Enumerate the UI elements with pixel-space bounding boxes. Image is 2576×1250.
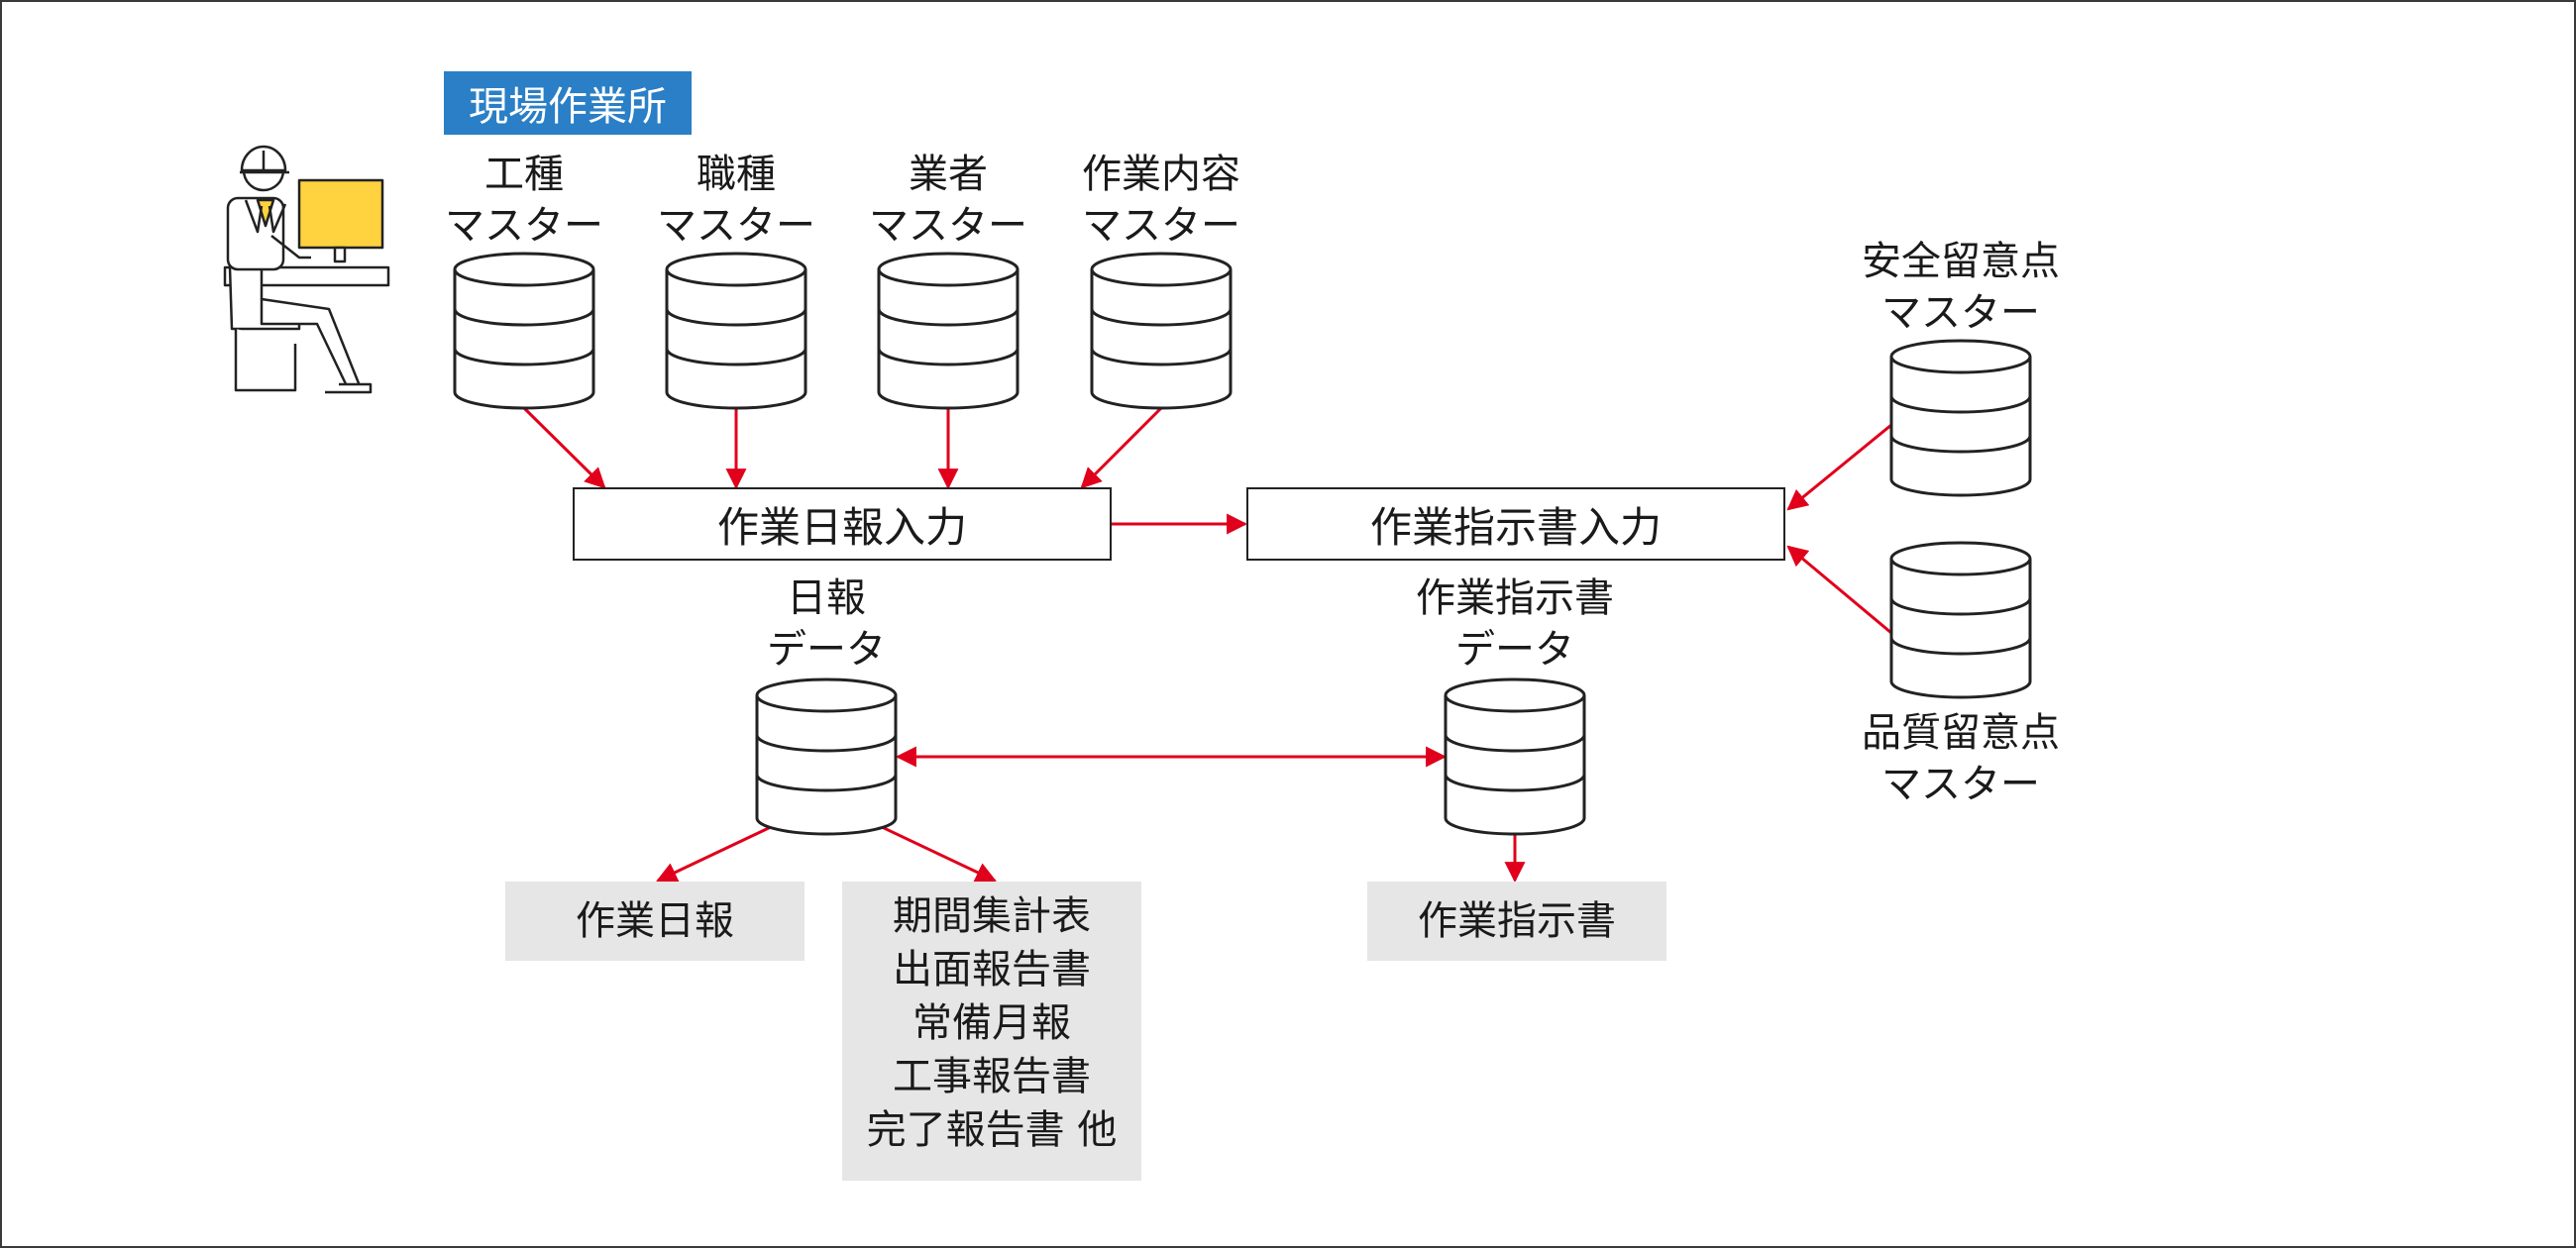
label-hinshitsu-master: 品質留意点 マスター [1862,710,2060,807]
label-sagyo-naiyo-master: 作業内容 マスター [1082,152,1240,249]
arrow-nippodata-to-nippo [656,824,774,883]
label-shokushu-master: 職種 マスター [657,152,815,249]
arrow-koshu-to-nippo [522,406,606,489]
label-nippo-data: 日報 データ [767,575,886,673]
db-nippo-data-icon [755,677,898,836]
db-sagyo-naiyo-master-icon [1090,252,1233,410]
output-reports: 期間集計表 出面報告書 常備月報 工事報告書 完了報告書 他 [842,882,1141,1181]
label-gyosha-master: 業者 マスター [869,152,1027,249]
worker-at-computer-icon [223,145,390,394]
db-shijisho-data-icon [1444,677,1586,836]
label-anzen-master: 安全留意点 マスター [1862,239,2060,336]
label-shijisho-data: 作業指示書 データ [1416,575,1614,673]
db-gyosha-master-icon [877,252,1020,410]
label-koshu-master: 工種 マスター [445,152,603,249]
flow-arrows [522,406,1892,884]
output-sagyo-nippo: 作業日報 [505,882,805,961]
output-sagyo-shijisho: 作業指示書 [1367,882,1666,961]
arrow-hinshitsu-to-shijisho [1786,545,1892,635]
arrow-nippodata-to-reports [879,824,997,883]
db-shokushu-master-icon [665,252,807,410]
site-label: 現場作業所 [444,71,692,135]
db-koshu-master-icon [453,252,595,410]
arrow-anzen-to-shijisho [1786,423,1892,511]
arrow-naiyo-to-nippo [1080,406,1163,489]
db-hinshitsu-master-icon [1889,541,2032,699]
process-nippo-input: 作業日報入力 [573,487,1112,561]
db-anzen-master-icon [1889,339,2032,497]
process-shijisho-input: 作業指示書入力 [1246,487,1785,561]
